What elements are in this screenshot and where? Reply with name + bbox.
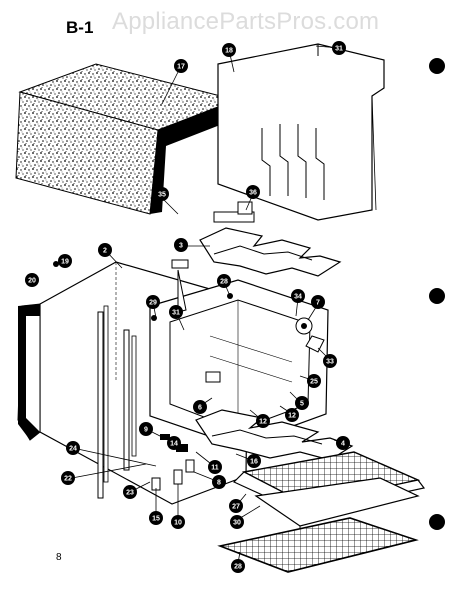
svg-text:17: 17 [177,64,185,71]
callout-34: 34 [291,289,305,303]
svg-text:5: 5 [300,401,304,408]
callout-25: 25 [307,374,321,388]
fan-motor [295,317,325,353]
callout-16: 16 [247,454,261,468]
hardware-parts [53,259,233,491]
svg-text:31: 31 [335,46,343,53]
binder-hole-top [429,58,445,74]
callout-15: 15 [149,511,163,525]
callout-markers: 17 18 31 35 36 3 2 19 20 28 29 31 34 7 3… [25,41,350,573]
svg-text:30: 30 [233,520,241,527]
front-trim-strips [97,305,137,499]
callout-9: 9 [139,422,153,436]
callout-22: 22 [61,471,75,485]
svg-text:2: 2 [103,248,107,255]
broil-element [199,201,342,277]
svg-text:12: 12 [259,419,267,426]
callout-23: 23 [123,485,137,499]
svg-text:31: 31 [172,310,180,317]
svg-text:28: 28 [220,279,228,286]
svg-text:14: 14 [170,441,178,448]
callout-12-b: 12 [256,414,270,428]
callout-31-mid: 31 [169,305,183,319]
callout-36: 36 [246,185,260,199]
callout-12-a: 12 [285,408,299,422]
callout-2: 2 [98,243,112,257]
svg-text:10: 10 [174,520,182,527]
svg-text:18: 18 [225,48,233,55]
svg-text:11: 11 [211,465,219,472]
svg-text:27: 27 [232,504,240,511]
binder-holes [429,58,445,530]
svg-text:9: 9 [144,427,148,434]
callout-7: 7 [311,295,325,309]
callout-28-upper: 28 [217,274,231,288]
svg-text:3: 3 [179,243,183,250]
callout-28-lower: 28 [231,559,245,573]
callout-8: 8 [212,475,226,489]
broil-pan [232,451,426,530]
svg-text:28: 28 [234,564,242,571]
svg-text:7: 7 [316,300,320,307]
callout-4: 4 [336,436,350,450]
callout-3: 3 [174,238,188,252]
watermark-text: AppliancePartsPros.com [112,8,380,35]
binder-hole-middle [429,288,445,304]
svg-text:20: 20 [28,278,36,285]
svg-text:35: 35 [158,192,166,199]
callout-11: 11 [208,460,222,474]
svg-text:8: 8 [217,480,221,487]
insulation-blanket [15,63,238,215]
svg-text:23: 23 [126,490,134,497]
callout-19: 19 [58,254,72,268]
callout-24: 24 [66,441,80,455]
svg-text:19: 19 [61,259,69,266]
callout-6: 6 [193,400,207,414]
svg-text:34: 34 [294,294,302,301]
callout-17: 17 [174,59,188,73]
oven-rack [217,517,419,573]
svg-text:6: 6 [198,405,202,412]
callout-20: 20 [25,273,39,287]
page-code: B-1 [66,18,94,37]
svg-text:33: 33 [326,359,334,366]
svg-text:36: 36 [249,190,257,197]
callout-14: 14 [167,436,181,450]
svg-text:25: 25 [310,379,318,386]
binder-hole-bottom [429,514,445,530]
page-number: 8 [56,552,62,563]
callout-35: 35 [155,187,169,201]
callout-33: 33 [323,354,337,368]
callout-29: 29 [146,295,160,309]
svg-text:29: 29 [149,300,157,307]
rear-panel [217,43,385,221]
svg-text:22: 22 [64,476,72,483]
callout-5: 5 [295,396,309,410]
svg-text:4: 4 [341,441,345,448]
callout-18: 18 [222,43,236,57]
svg-text:16: 16 [250,459,258,466]
callout-10: 10 [171,515,185,529]
svg-text:15: 15 [152,516,160,523]
callout-31-top: 31 [332,41,346,55]
callout-30: 30 [230,515,244,529]
callout-27: 27 [229,499,243,513]
svg-text:24: 24 [69,446,77,453]
svg-text:12: 12 [288,413,296,420]
